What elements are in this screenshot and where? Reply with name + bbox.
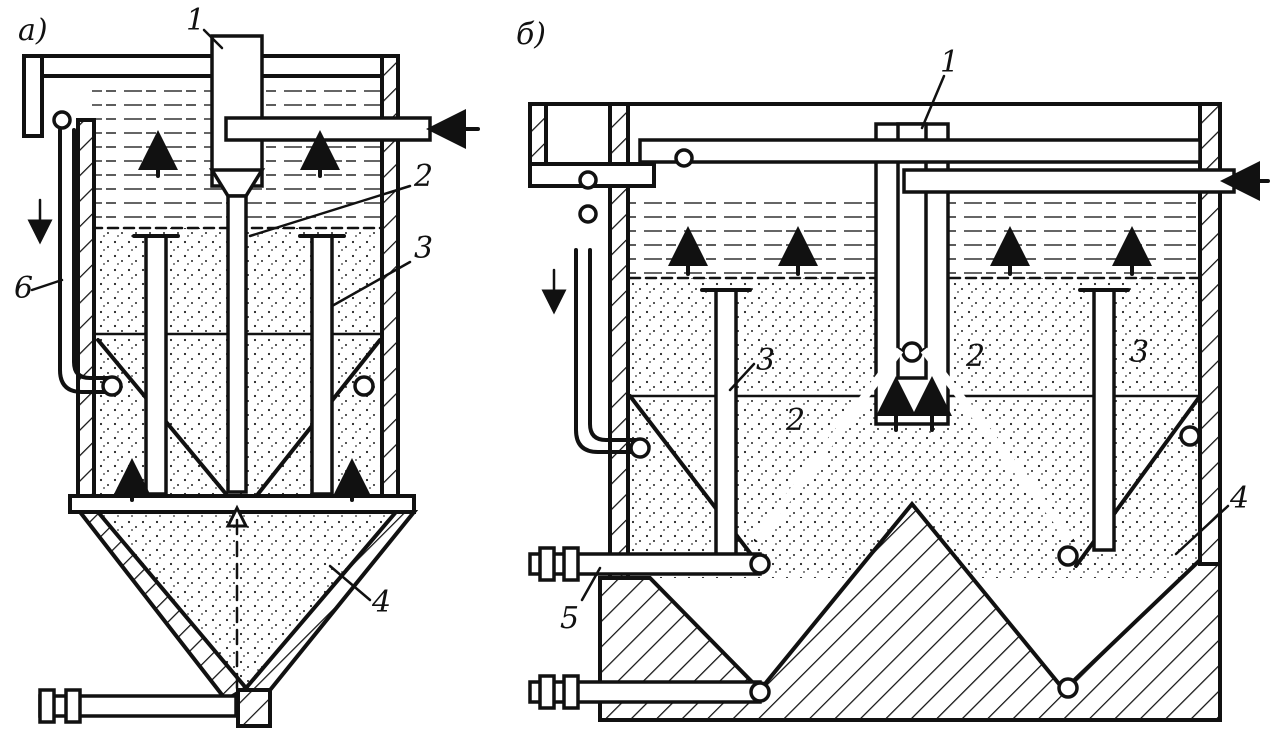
panel-b-top-pipe: [638, 138, 1202, 164]
panel-b-riser-right: [1092, 288, 1116, 552]
label-b-3-right: 3: [1130, 335, 1149, 370]
panel-a-inlet-pipe: [224, 116, 432, 142]
panel-a-riser-right: [310, 234, 334, 496]
label-panel-a: а): [18, 13, 48, 48]
label-panel-b: б): [516, 17, 546, 52]
panel-b-base: [598, 500, 1222, 722]
panel-a-riser-left: [144, 234, 168, 496]
label-b-2-left: 2: [785, 403, 805, 438]
panel-a-top-box: [22, 54, 396, 78]
label-a-4: 4: [371, 585, 391, 620]
label-b-2-right: 2: [965, 339, 985, 374]
label-a-3: 3: [414, 231, 433, 266]
panel-b-riser-left: [714, 288, 738, 562]
panel-a-valve: [52, 110, 72, 130]
label-b-3-left: 3: [756, 343, 775, 378]
panel-b-valve: [578, 170, 598, 190]
label-b-5: 5: [560, 601, 579, 636]
panel-a: а) 1 2 3 4 6: [14, 3, 480, 728]
label-a-2: 2: [413, 159, 433, 194]
label-b-4: 4: [1229, 481, 1249, 516]
panel-a-cone-sand: [88, 510, 392, 690]
panel-a-central-pipe: [210, 34, 264, 188]
panel-b: б) 1 2 2 3 3 4 5: [516, 17, 1270, 722]
label-a-6: 6: [14, 271, 33, 306]
panel-b-inlet-pipe: [902, 168, 1236, 194]
panel-a-left-wall: [76, 118, 96, 512]
label-a-1: 1: [186, 3, 205, 38]
label-b-1: 1: [940, 45, 959, 80]
